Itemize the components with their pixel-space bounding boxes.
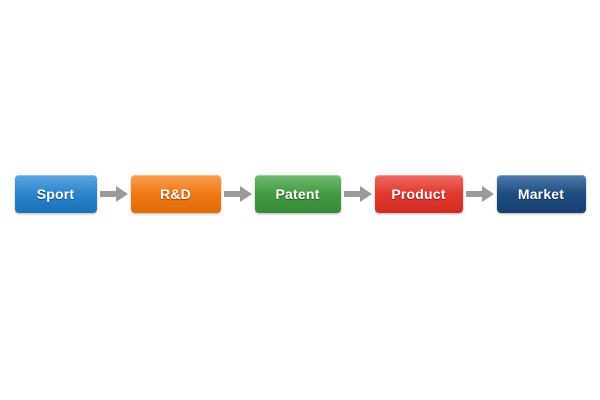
flow-node-product[interactable]: Product <box>374 175 463 213</box>
flow-node-label: Market <box>517 186 565 202</box>
arrow-right-icon <box>463 184 497 204</box>
arrow-right-icon <box>221 184 255 204</box>
arrow-right-icon <box>97 184 131 204</box>
flow-node-patent[interactable]: Patent <box>254 175 341 213</box>
flow-node-label: Sport <box>36 186 75 202</box>
flow-node-rd[interactable]: R&D <box>130 175 221 213</box>
flow-node-market[interactable]: Market <box>496 175 586 213</box>
arrow-right-icon <box>341 184 375 204</box>
flow-node-label: Patent <box>275 186 320 202</box>
flow-node-label: Product <box>391 186 446 202</box>
flow-node-sport[interactable]: Sport <box>14 175 97 213</box>
flow-node-label: R&D <box>160 186 191 202</box>
process-flow: Sport R&D Patent <box>0 174 600 214</box>
